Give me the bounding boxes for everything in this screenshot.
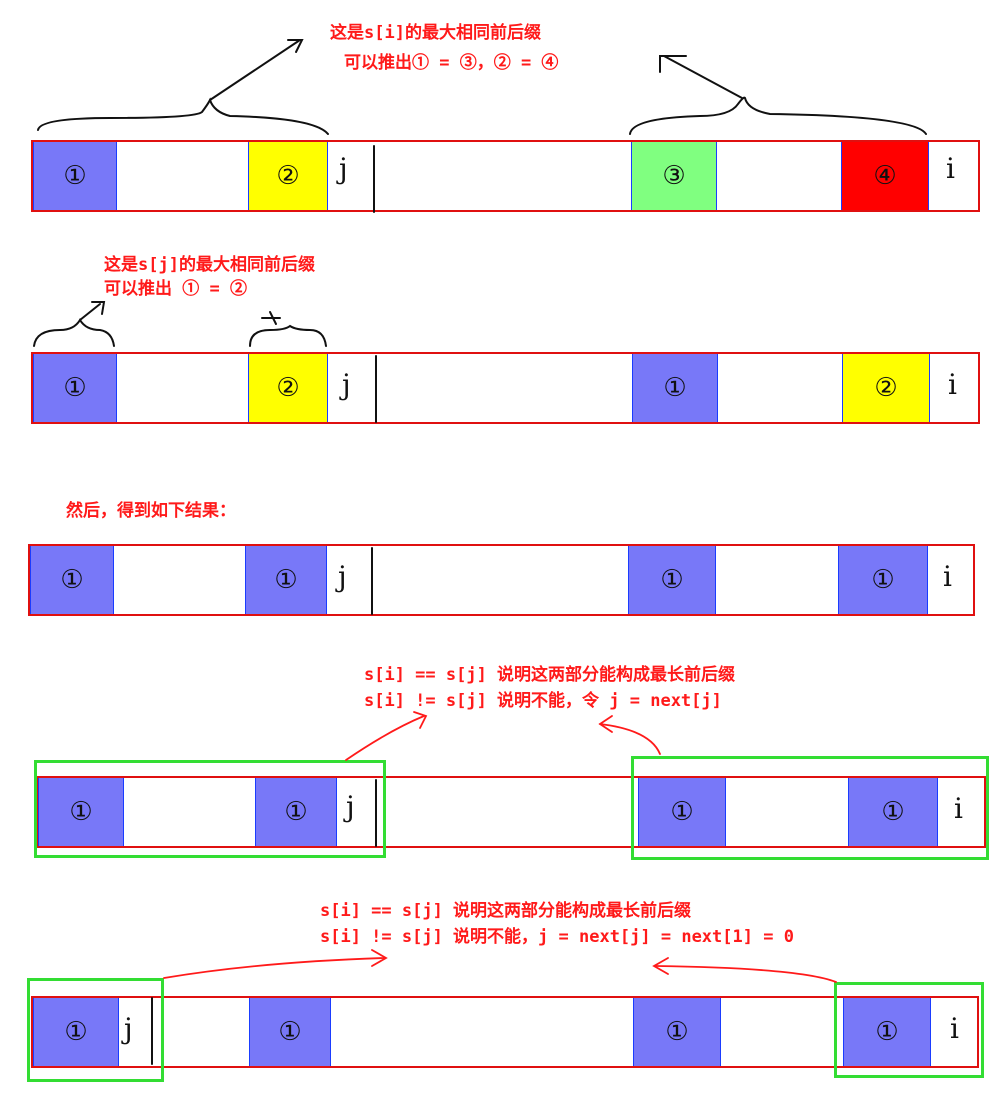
cell-label: ①	[284, 797, 308, 827]
cell-label: ①	[64, 1017, 88, 1047]
cell-label: ①	[670, 797, 694, 827]
pointer-i: i	[948, 368, 957, 401]
cell-1: ①	[628, 546, 716, 614]
brace-suffix-row-1	[629, 96, 927, 135]
cell-1: ①	[255, 778, 337, 846]
cell-label: ①	[660, 565, 684, 595]
cell-2: ②	[842, 354, 930, 422]
pointer-j: j	[124, 1012, 133, 1045]
brace-suffix-arrowhead	[659, 55, 687, 73]
arrow-prefix-row-4-head	[413, 711, 428, 729]
note-compare-line2: s[i] != s[j] 说明不能，令 j = next[j]	[364, 691, 722, 711]
strip-row-1: ① ② ③ ④	[31, 140, 980, 212]
brace-prefix-pointer	[209, 39, 301, 101]
cell-label: ②	[874, 373, 898, 403]
strip-row-3: ① ① ① ①	[28, 544, 975, 616]
cell-1: ①	[245, 546, 327, 614]
cell-1: ①	[33, 998, 119, 1066]
brace-prefix-row-2	[33, 318, 115, 347]
arrow-suffix-row-4-head	[598, 715, 613, 733]
arrow-prefix-row-5-head	[371, 949, 388, 967]
cell-1: ①	[33, 354, 117, 422]
strip-row-5: ① ① ① ①	[31, 996, 979, 1068]
note-result: 然后，得到如下结果：	[66, 501, 236, 521]
arrow-prefix-row-5	[163, 957, 385, 979]
cell-label: ④	[873, 161, 897, 191]
brace-prefix-arrowhead	[287, 39, 304, 53]
cell-2: ②	[248, 142, 328, 210]
cell-2: ②	[248, 354, 328, 422]
pointer-i: i	[946, 152, 955, 185]
cell-3: ③	[631, 142, 717, 210]
cell-label: ①	[665, 1017, 689, 1047]
arrow-prefix-row-4	[345, 715, 425, 761]
cell-label: ①	[63, 161, 87, 191]
strip-row-2: ① ② ① ②	[31, 352, 980, 424]
cell-1: ①	[30, 546, 114, 614]
cell-label: ③	[662, 161, 686, 191]
brace-strokes	[33, 39, 927, 1065]
pointer-j: j	[338, 560, 347, 593]
brace-prefix-row-2-pointer	[79, 303, 101, 321]
arrow-suffix-row-4	[599, 723, 661, 755]
cell-label: ①	[881, 797, 905, 827]
suffix-frame	[631, 756, 989, 860]
cell-label: ①	[278, 1017, 302, 1047]
cell-1: ①	[249, 998, 331, 1066]
brace-suffix-row-2	[249, 324, 327, 347]
cell-1: ①	[838, 546, 928, 614]
pointer-j: j	[339, 152, 348, 185]
cell-label: ①	[871, 565, 895, 595]
pointer-i: i	[943, 560, 952, 593]
cell-label: ①	[274, 565, 298, 595]
arrow-suffix-row-5-head	[652, 957, 669, 975]
cell-label: ①	[663, 373, 687, 403]
cell-label: ②	[276, 373, 300, 403]
note-sj-prefix-line1: 这是s[j]的最大相同前后缀	[104, 255, 315, 275]
suffix-frame	[834, 982, 984, 1078]
note-compare2-line2: s[i] != s[j] 说明不能，j = next[j] = next[1] …	[320, 927, 794, 947]
cell-1: ①	[38, 778, 124, 846]
note-sj-prefix-line2: 可以推出 ① = ②	[104, 279, 247, 299]
cell-label: ①	[60, 565, 84, 595]
brace-prefix-row-1	[37, 97, 329, 135]
prefix-frame	[34, 760, 386, 858]
note-compare2-line1: s[i] == s[j] 说明这两部分能构成最长前后缀	[320, 901, 692, 921]
cell-label: ①	[69, 797, 93, 827]
brace-prefix-row-2-arrowhead	[91, 301, 106, 315]
note-compare-line1: s[i] == s[j] 说明这两部分能构成最长前后缀	[364, 665, 736, 685]
pointer-i: i	[950, 1012, 959, 1045]
cell-1: ①	[632, 354, 718, 422]
brace-suffix-row-2-mark	[261, 311, 281, 325]
strip-row-4: ① ① ① ①	[36, 776, 986, 848]
cell-1: ①	[633, 998, 721, 1066]
note-si-prefix-line1: 这是s[i]的最大相同前后缀	[330, 23, 541, 43]
cell-1: ①	[638, 778, 726, 846]
pointer-i: i	[954, 792, 963, 825]
pointer-j: j	[342, 368, 351, 401]
cell-1: ①	[848, 778, 938, 846]
cell-1: ①	[33, 142, 117, 210]
cell-label: ①	[63, 373, 87, 403]
prefix-frame	[27, 978, 164, 1082]
cell-label: ①	[875, 1017, 899, 1047]
cell-label: ②	[276, 161, 300, 191]
arrow-strokes	[163, 711, 837, 983]
pointer-j: j	[346, 790, 355, 823]
cell-1: ①	[843, 998, 931, 1066]
arrow-suffix-row-5	[655, 965, 837, 983]
cell-4: ④	[841, 142, 929, 210]
note-si-prefix-line2: 可以推出① = ③，② = ④	[344, 53, 559, 73]
brace-suffix-pointer	[663, 55, 743, 99]
